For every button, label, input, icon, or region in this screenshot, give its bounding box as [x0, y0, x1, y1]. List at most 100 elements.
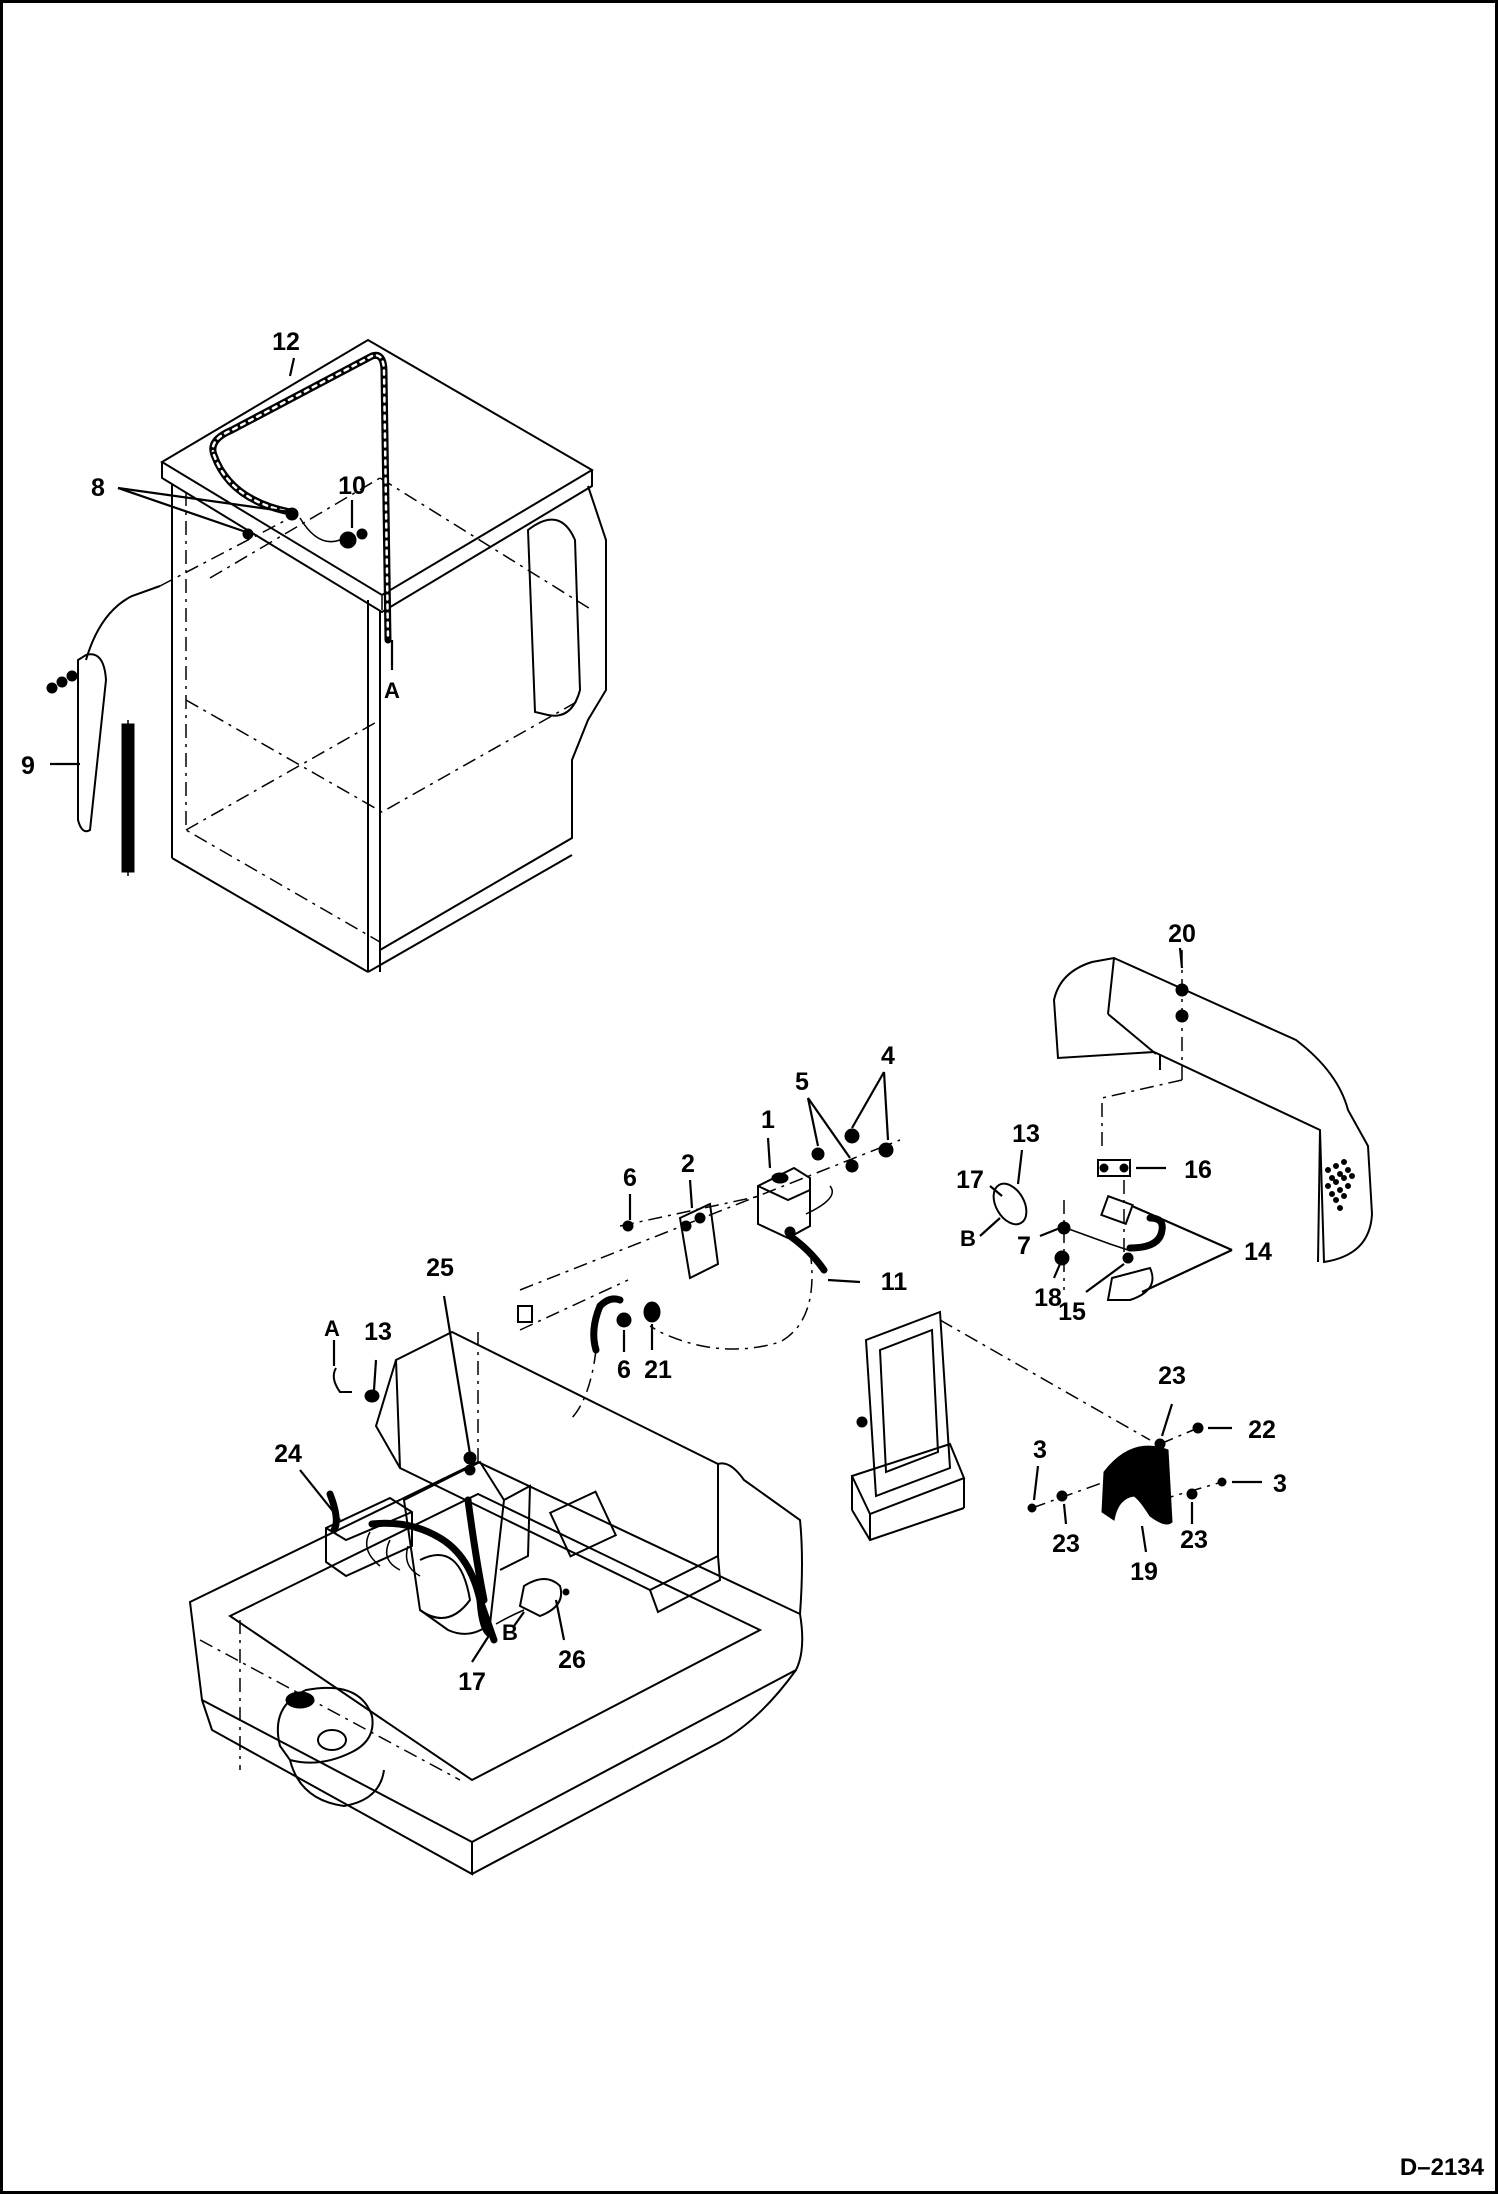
washer-5a [811, 1147, 825, 1161]
control-stand [402, 1460, 506, 1635]
cab-bottom-right [367, 854, 573, 973]
bracket-plate-2 [678, 1202, 720, 1280]
wiper-nut-3 [66, 670, 78, 682]
callout-11-tank: 11 [881, 1268, 908, 1296]
pivot-pin [285, 1691, 315, 1709]
callout-6-top: 6 [623, 1164, 637, 1192]
tank-hose-route [649, 1249, 813, 1350]
bracket-16 [1097, 1159, 1131, 1177]
frame-hidden-4 [519, 1279, 629, 1331]
nut-6 [622, 1220, 634, 1232]
bracket-hose [1126, 1214, 1166, 1252]
callout-17-top: 17 [956, 1166, 984, 1194]
hose-branch-pattern [212, 453, 292, 514]
washer-18 [1054, 1250, 1070, 1266]
bolt-4a [844, 1128, 860, 1144]
deck-corner [719, 1669, 797, 1743]
cab-roof-edge [161, 462, 593, 614]
callout-2: 2 [681, 1150, 695, 1178]
tank-axis [519, 1139, 901, 1291]
cover-ridge [1107, 957, 1115, 1015]
callout-3-right: 3 [1273, 1470, 1287, 1498]
wiring-harness [326, 1367, 570, 1644]
wiper-assembly [46, 517, 291, 876]
radiator-core [878, 1328, 940, 1474]
base-bottom [851, 1507, 965, 1542]
cab-floor-line [185, 699, 581, 813]
upper-frame [188, 1279, 804, 1876]
washer-5b [845, 1159, 859, 1173]
washer-tank-1 [757, 1166, 811, 1240]
housing-front [374, 1359, 401, 1469]
tank-axis-2 [619, 1195, 761, 1227]
stand-side [499, 1484, 532, 1571]
harness-wires [365, 1531, 421, 1577]
ref-b-frame: B [502, 1620, 518, 1645]
component-26-pin [562, 1588, 570, 1596]
radiator-assembly [850, 1310, 1151, 1542]
callout-9: 9 [21, 752, 35, 780]
pivot-bore [317, 1729, 347, 1751]
frame-hidden-5 [569, 1349, 597, 1421]
grommet-13 [364, 1389, 380, 1403]
housing-side [717, 1462, 803, 1615]
callout-4: 4 [881, 1042, 895, 1070]
housing-bottom [649, 1555, 722, 1614]
radiator-axis [939, 1319, 1151, 1441]
wiper-arm-top [85, 585, 161, 661]
wiper-nut-1 [46, 682, 58, 694]
cover-back-edge [1317, 1129, 1321, 1263]
nozzle-10 [339, 531, 357, 549]
fan-shroud-assembly [1027, 1422, 1227, 1525]
wiper-axis-line [159, 517, 291, 587]
callout-14: 14 [1244, 1238, 1272, 1266]
callout-19: 19 [1130, 1558, 1158, 1586]
callout-labels: 12 8 10 A 9 20 4 5 1 2 6 11 6 21 13 17 B… [21, 328, 1287, 1696]
frame-hidden-3 [199, 1639, 461, 1781]
callout-3-left: 3 [1033, 1436, 1047, 1464]
shroud-axis-3 [1159, 1481, 1223, 1501]
harness-to-26 [495, 1609, 525, 1625]
nozzle-fittings [242, 507, 368, 549]
callout-23-left: 23 [1052, 1530, 1080, 1558]
cab-assembly [160, 338, 607, 973]
bracket-parts [992, 1159, 1166, 1301]
callout-24: 24 [274, 1440, 302, 1468]
callout-18: 18 [1034, 1284, 1062, 1312]
callout-5: 5 [795, 1068, 809, 1096]
shroud-axis [1159, 1427, 1199, 1445]
callout-21: 21 [644, 1356, 672, 1384]
nozzle-10-tip [356, 528, 368, 540]
cab-hidden-beam-2 [379, 477, 593, 611]
callout-23-right: 23 [1180, 1526, 1208, 1554]
hose-pattern [211, 354, 390, 642]
fastener-axis [1065, 1227, 1129, 1251]
clamp-21 [643, 1301, 661, 1323]
bracket-14a [1100, 1194, 1134, 1226]
cover-ridge-2 [1107, 1013, 1157, 1055]
radiator-frame [864, 1310, 952, 1498]
wiper-arm-9 [77, 653, 108, 833]
callout-10: 10 [338, 472, 366, 500]
cab-bottom-left [171, 857, 369, 973]
component-26 [518, 1578, 562, 1618]
callout-23-top: 23 [1158, 1362, 1186, 1390]
tank-wire [805, 1185, 833, 1215]
ref-a-cab: A [384, 678, 400, 703]
washer-tank-assembly [517, 1128, 901, 1354]
cover-mount-axis [1101, 1079, 1183, 1150]
ref-a-frame: A [324, 1316, 340, 1341]
cab-hidden-floor [185, 719, 381, 831]
fan-shroud-19 [1101, 1445, 1173, 1525]
washer-hose-roof [209, 351, 392, 644]
hose-13-end [332, 1367, 352, 1393]
engine-cover [1052, 950, 1374, 1264]
deck-side-edge [471, 1741, 721, 1875]
callout-1: 1 [761, 1106, 775, 1134]
callout-16: 16 [1184, 1156, 1212, 1184]
wiper-nut-2 [56, 676, 68, 688]
tank-hose-11 [786, 1232, 828, 1274]
harness-branch-1 [464, 1496, 488, 1604]
